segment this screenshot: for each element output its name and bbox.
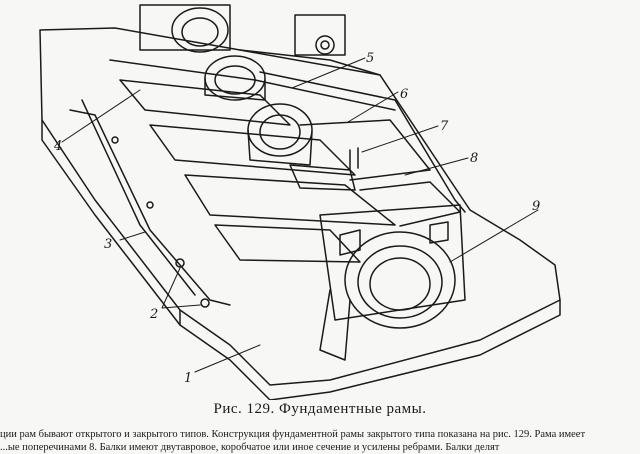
callout-9: 9	[532, 199, 540, 214]
foundation-frame-drawing: 1 2 2 3 4 5 6 7 8 9	[39, 4, 561, 400]
callout-5: 5	[366, 51, 374, 66]
bearing-housing-3	[247, 103, 356, 191]
callout-leaders	[61, 57, 539, 373]
callout-4: 4	[53, 139, 62, 154]
figure-caption: Рис. 129. Фундаментные рамы.	[213, 401, 427, 417]
bearing-housing-top-right	[294, 14, 346, 56]
cross-plate-2	[149, 124, 356, 176]
frame-front-face	[179, 299, 561, 400]
callout-8: 8	[470, 151, 478, 166]
callout-7: 7	[440, 119, 449, 134]
body-text-line-2: ...ые поперечинами 8. Балки имеют двутав…	[0, 442, 500, 453]
side-beam-rail	[69, 109, 231, 306]
frame-top-outline	[39, 27, 561, 386]
cross-plate-4	[214, 224, 361, 263]
side-beam-right	[239, 49, 381, 76]
cross-plate-3	[184, 174, 396, 226]
bearing-housing-2	[204, 55, 266, 101]
callout-1: 1	[184, 371, 192, 386]
bearing-housing-1	[139, 4, 231, 53]
side-beam-left	[41, 119, 181, 326]
cross-plate-1	[119, 79, 291, 126]
callout-3: 3	[104, 237, 112, 252]
callout-2a: 2	[149, 307, 158, 322]
callout-6: 6	[400, 87, 408, 102]
bearing-housing-front	[319, 204, 466, 361]
body-text-line-1: ции рам бывают открытого и закрытого тип…	[0, 429, 586, 440]
